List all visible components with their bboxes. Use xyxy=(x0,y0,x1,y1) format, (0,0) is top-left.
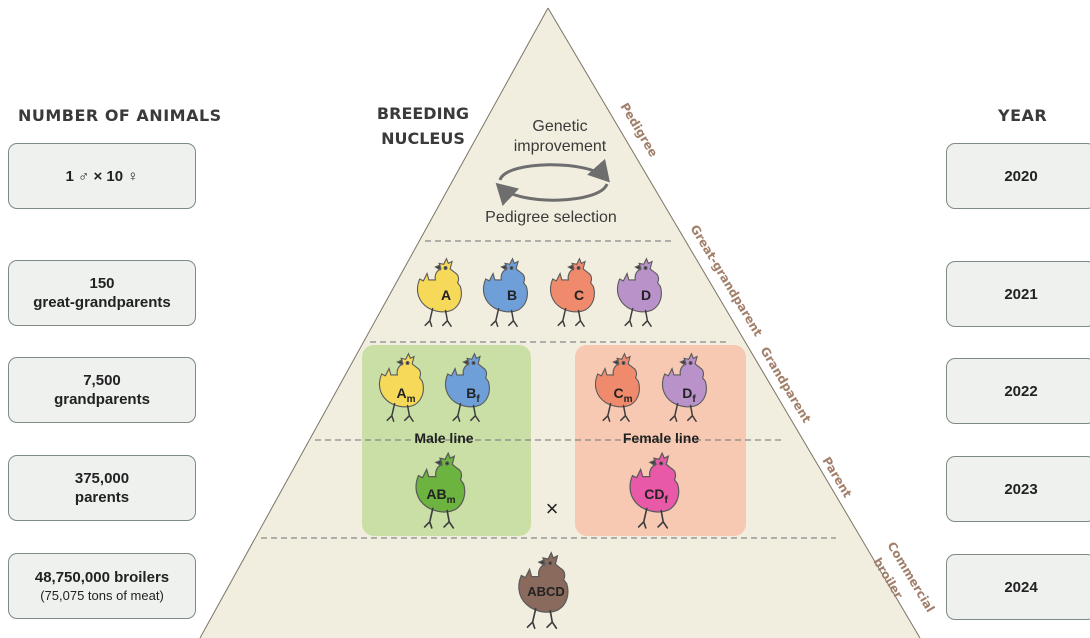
female-line-label: Female line xyxy=(623,430,699,446)
chicken-label: A xyxy=(441,287,451,303)
cross-symbol: × xyxy=(546,496,559,521)
breeding-nucleus-label: BREEDING xyxy=(377,104,469,123)
chicken-label: C xyxy=(574,287,584,303)
chicken-label: ABCD xyxy=(527,584,565,599)
pedigree-selection-label: Pedigree selection xyxy=(485,209,617,226)
chicken-label: B xyxy=(507,287,517,303)
genetic-improvement-label: Genetic xyxy=(532,118,587,135)
male-line-label: Male line xyxy=(414,430,473,446)
breeding-nucleus-label: NUCLEUS xyxy=(381,129,465,148)
genetic-improvement-label: improvement xyxy=(514,138,607,155)
chicken-label: D xyxy=(641,287,651,303)
